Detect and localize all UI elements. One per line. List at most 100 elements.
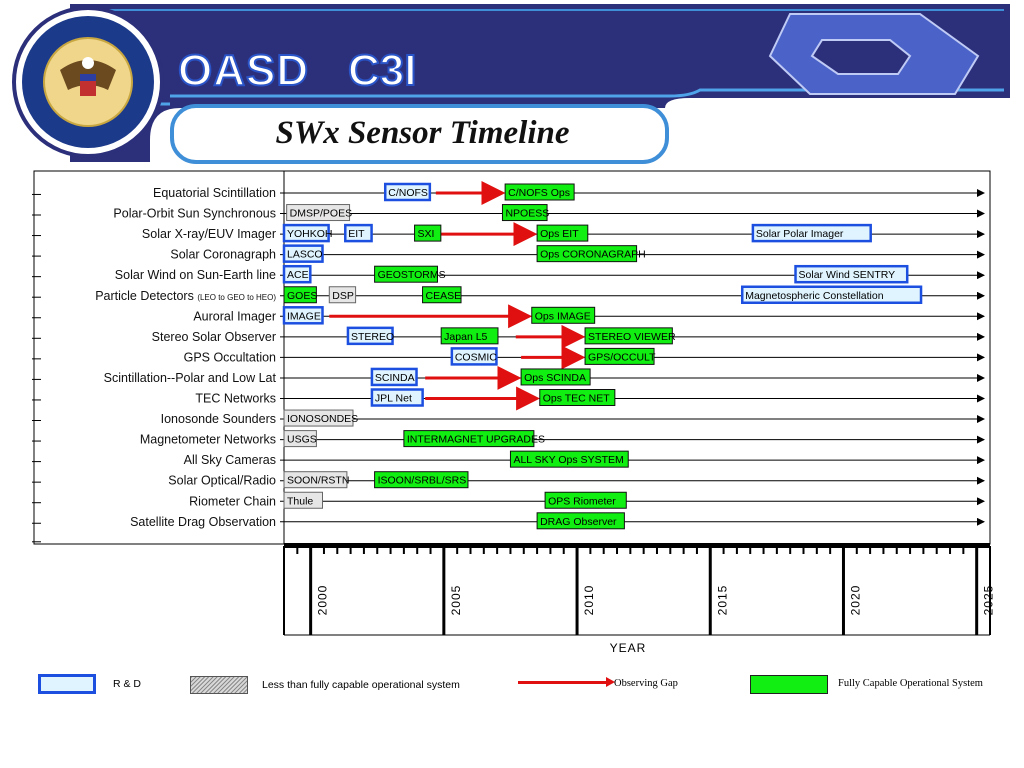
item-box-rd	[282, 223, 330, 243]
row-label: Riometer Chain	[189, 494, 276, 508]
timeline-item: IMAGE	[282, 306, 324, 325]
row-label: TEC Networks	[195, 392, 276, 406]
timeline-item: Ops IMAGE	[531, 306, 596, 324]
timeline-item: INTERMAGNET UPGRADES	[403, 430, 545, 448]
timeline-item: EIT	[344, 223, 373, 243]
item-box-ops	[403, 430, 535, 448]
timeline-item: JPL Net	[370, 388, 424, 407]
timeline-item: ACE	[282, 264, 312, 284]
timeline-item: GEOSTORMS	[374, 265, 446, 283]
item-box-ops	[504, 183, 575, 201]
item-box-ops	[283, 286, 317, 304]
item-label: INTERMAGNET UPGRADES	[407, 434, 545, 446]
timeline-item: STEREO	[346, 326, 394, 346]
legend-ops-swatch	[750, 675, 828, 694]
item-label: DSP	[332, 290, 354, 302]
item-box-partial	[283, 491, 323, 509]
item-label: DMSP/POES	[290, 208, 352, 220]
item-label: CEASE	[426, 290, 462, 302]
tick-label: 2000	[316, 585, 330, 616]
timeline-item: COSMIC	[450, 347, 498, 366]
item-label: IONOSONDES	[287, 413, 358, 425]
item-box-rd	[346, 326, 394, 346]
page-title: SWx Sensor Timeline	[275, 115, 570, 151]
row-label: All Sky Cameras	[184, 453, 276, 467]
row-label: Satellite Drag Observation	[130, 515, 276, 529]
item-box-rd	[450, 347, 498, 366]
header-banner	[0, 0, 1024, 170]
item-label: Solar Polar Imager	[756, 228, 844, 240]
item-label: SXI	[418, 228, 435, 240]
item-label: Japan L5	[444, 331, 487, 343]
item-box-partial	[283, 430, 317, 448]
item-box-ops	[531, 306, 596, 324]
pentagon-icon	[768, 13, 980, 95]
item-label: Thule	[287, 495, 313, 507]
legend-ops-label: Fully Capable Operational System	[838, 678, 983, 689]
timeline-item: Ops SCINDA	[520, 368, 591, 386]
tick-label: 2020	[848, 585, 862, 616]
item-label: SCINDA	[375, 372, 415, 384]
timeline-item: STEREO VIEWER	[584, 327, 676, 345]
timeline-item: Solar Wind SENTRY	[794, 264, 909, 284]
timeline-item: SOON/RSTN	[283, 471, 349, 489]
timeline-item: SCINDA	[370, 367, 418, 387]
item-label: Ops EIT	[540, 228, 579, 240]
item-box-partial	[286, 204, 351, 222]
item-label: YOHKOH	[287, 228, 333, 240]
x-axis-label: YEAR	[610, 641, 647, 655]
item-box-ops	[520, 368, 591, 386]
item-label: GOES	[287, 290, 317, 302]
item-box-partial	[283, 409, 354, 427]
item-label: COSMIC	[455, 351, 497, 363]
org-name: OASD	[177, 45, 310, 96]
timeline-item: Ops EIT	[536, 224, 589, 242]
row-label: Scintillation--Polar and Low Lat	[104, 371, 277, 385]
item-box-ops	[374, 471, 469, 489]
timeline-item: NPOESS	[501, 204, 549, 222]
item-box-ops	[440, 327, 499, 345]
item-box-ops	[536, 512, 625, 530]
item-box-ops	[422, 286, 462, 304]
tick-label: 2005	[449, 585, 463, 616]
timeline-item: Thule	[283, 491, 323, 509]
item-box-partial	[328, 286, 357, 304]
timeline-item: DSP	[328, 286, 357, 304]
item-box-rd	[794, 264, 909, 284]
row-label: Auroral Imager	[193, 309, 276, 323]
item-label: Solar Wind SENTRY	[799, 269, 896, 281]
timeline-item: OPS Riometer	[544, 491, 627, 509]
item-box-rd	[282, 306, 324, 325]
item-label: Magnetospheric Constellation	[745, 290, 883, 302]
row-label: Solar Coronagraph	[170, 248, 276, 262]
timeline-item: USGS	[283, 430, 317, 448]
item-box-ops	[414, 224, 442, 242]
row-label: Particle Detectors (LEO to GEO to HEO)	[95, 289, 276, 303]
legend-gap-arrow	[518, 681, 610, 684]
timeline-item: ALL SKY Ops SYSTEM	[509, 450, 629, 468]
row-label: Magnetometer Networks	[140, 433, 276, 447]
timeline-item: C/NOFS Ops	[504, 183, 575, 201]
timeline-item: DMSP/POES	[286, 204, 352, 222]
item-box-ops	[584, 327, 673, 345]
timeline-item: YOHKOH	[282, 223, 333, 243]
timeline-item: GOES	[283, 286, 317, 304]
item-label: STEREO	[351, 331, 394, 343]
org-suffix: C3I	[347, 45, 417, 96]
item-label: EIT	[348, 228, 365, 240]
item-label: ISOON/SRBL/SRS	[378, 475, 467, 487]
item-label: Ops CORONAGRAPH	[540, 249, 646, 261]
row-label: GPS Occultation	[184, 350, 276, 364]
item-box-ops	[544, 491, 627, 509]
legend: R & D Less than fully capable operationa…	[0, 668, 1024, 708]
item-box-rd	[370, 388, 424, 407]
item-label: GPS/OCCULT	[588, 351, 656, 363]
item-label: JPL Net	[375, 393, 412, 405]
item-box-rd	[383, 182, 432, 202]
item-label: USGS	[287, 434, 317, 446]
item-label: LASCO	[287, 249, 323, 261]
item-box-rd	[370, 367, 418, 387]
dod-seal-icon	[12, 6, 164, 158]
timeline-item: IONOSONDES	[283, 409, 358, 427]
